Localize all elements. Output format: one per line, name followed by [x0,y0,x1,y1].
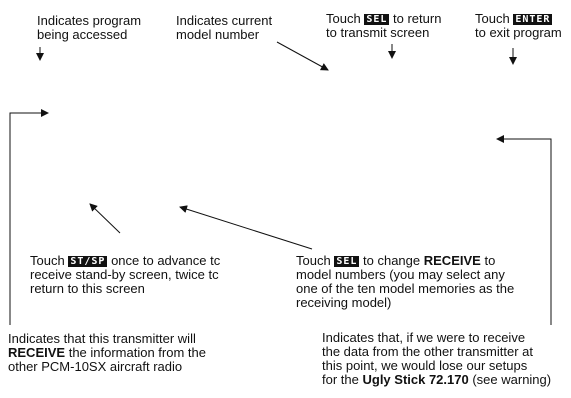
callout-stsp-post: once to advance tc [111,253,221,268]
callout-sel-change-post2: to [484,253,496,268]
callout-sel-change-post: to change [363,253,421,268]
callout-sel-change-line3: one of the ten model memories as the [296,281,515,296]
callout-stsp-advance: Touch ST/SP once to advance tc receive s… [30,254,220,296]
callout-sel-change-line2: model numbers (you may select any [296,267,505,282]
arrow-stsp-diagonal [89,203,121,234]
callout-stsp-line3: return to this screen [30,281,145,296]
callout-lose-bold: Ugly Stick 72.170 [362,372,469,387]
callout-receive-line1: Indicates that this transmitter will [8,331,196,346]
callout-sel-change-line4: receiving model) [296,295,392,310]
arrow-receive-leader [9,109,49,325]
callout-stsp-line2: receive stand-by screen, twice tc [30,267,219,282]
callout-sel-change-pre: Touch [296,253,331,268]
callout-sel-return-pre: Touch [326,11,361,26]
callout-program-line2: being accessed [37,27,128,42]
callout-sel-return: Touch SEL to return to transmit screen [326,12,441,40]
callout-lose-line3: this point, we would lose our setups [322,358,528,373]
stsp-key-icon: ST/SP [68,256,108,267]
callout-sel-change-bold: RECEIVE [423,253,481,268]
callout-receive-info: Indicates that this transmitter will REC… [8,332,206,374]
callout-enter-exit-line1: Touch ENTER [475,12,562,26]
callout-model-line1: Indicates current [176,13,273,28]
callout-lose-setups: Indicates that, if we were to receive th… [322,331,551,387]
callout-enter-exit-pre: Touch [475,11,510,26]
enter-key-icon: ENTER [513,14,553,25]
callout-lose-line4: for the Ugly Stick 72.170 (see warning) [322,373,551,387]
callout-sel-change-receive: Touch SEL to change RECEIVE to model num… [296,254,514,310]
callout-stsp-line1: Touch ST/SP once to advance tc [30,254,220,268]
callout-program-line1: Indicates program [37,13,142,28]
callout-lose-line4-pre: for the [322,372,359,387]
callout-receive-bold: RECEIVE [8,345,66,360]
callout-model-line2: model number [176,27,260,42]
callout-lose-line1: Indicates that, if we were to receive [322,330,526,345]
callout-sel-return-line2: to transmit screen [326,25,430,40]
callout-stsp-pre: Touch [30,253,65,268]
callout-lose-line4-post: (see warning) [472,372,552,387]
arrow-lose-setups-leader [496,135,552,325]
callout-lose-line2: the data from the other transmitter at [322,344,533,359]
sel-key-icon: SEL [364,14,390,25]
arrow-sel-change-diagonal [179,205,313,250]
callout-enter-exit: Touch ENTER to exit program [475,12,562,40]
callout-program-accessed: Indicates program being accessed [37,14,141,42]
arrow-model-diagonal [276,41,329,71]
callout-receive-line2-rest: the information from the [68,345,206,360]
sel-key-icon: SEL [334,256,360,267]
callout-sel-return-post: to return [393,11,442,26]
callout-enter-exit-line2: to exit program [475,25,562,40]
callout-sel-change-line1: Touch SEL to change RECEIVE to [296,254,514,268]
callout-receive-line3: other PCM-10SX aircraft radio [8,359,183,374]
callout-receive-line2: RECEIVE the information from the [8,346,206,360]
callout-current-model: Indicates current model number [176,14,272,42]
callout-sel-return-line1: Touch SEL to return [326,12,441,26]
